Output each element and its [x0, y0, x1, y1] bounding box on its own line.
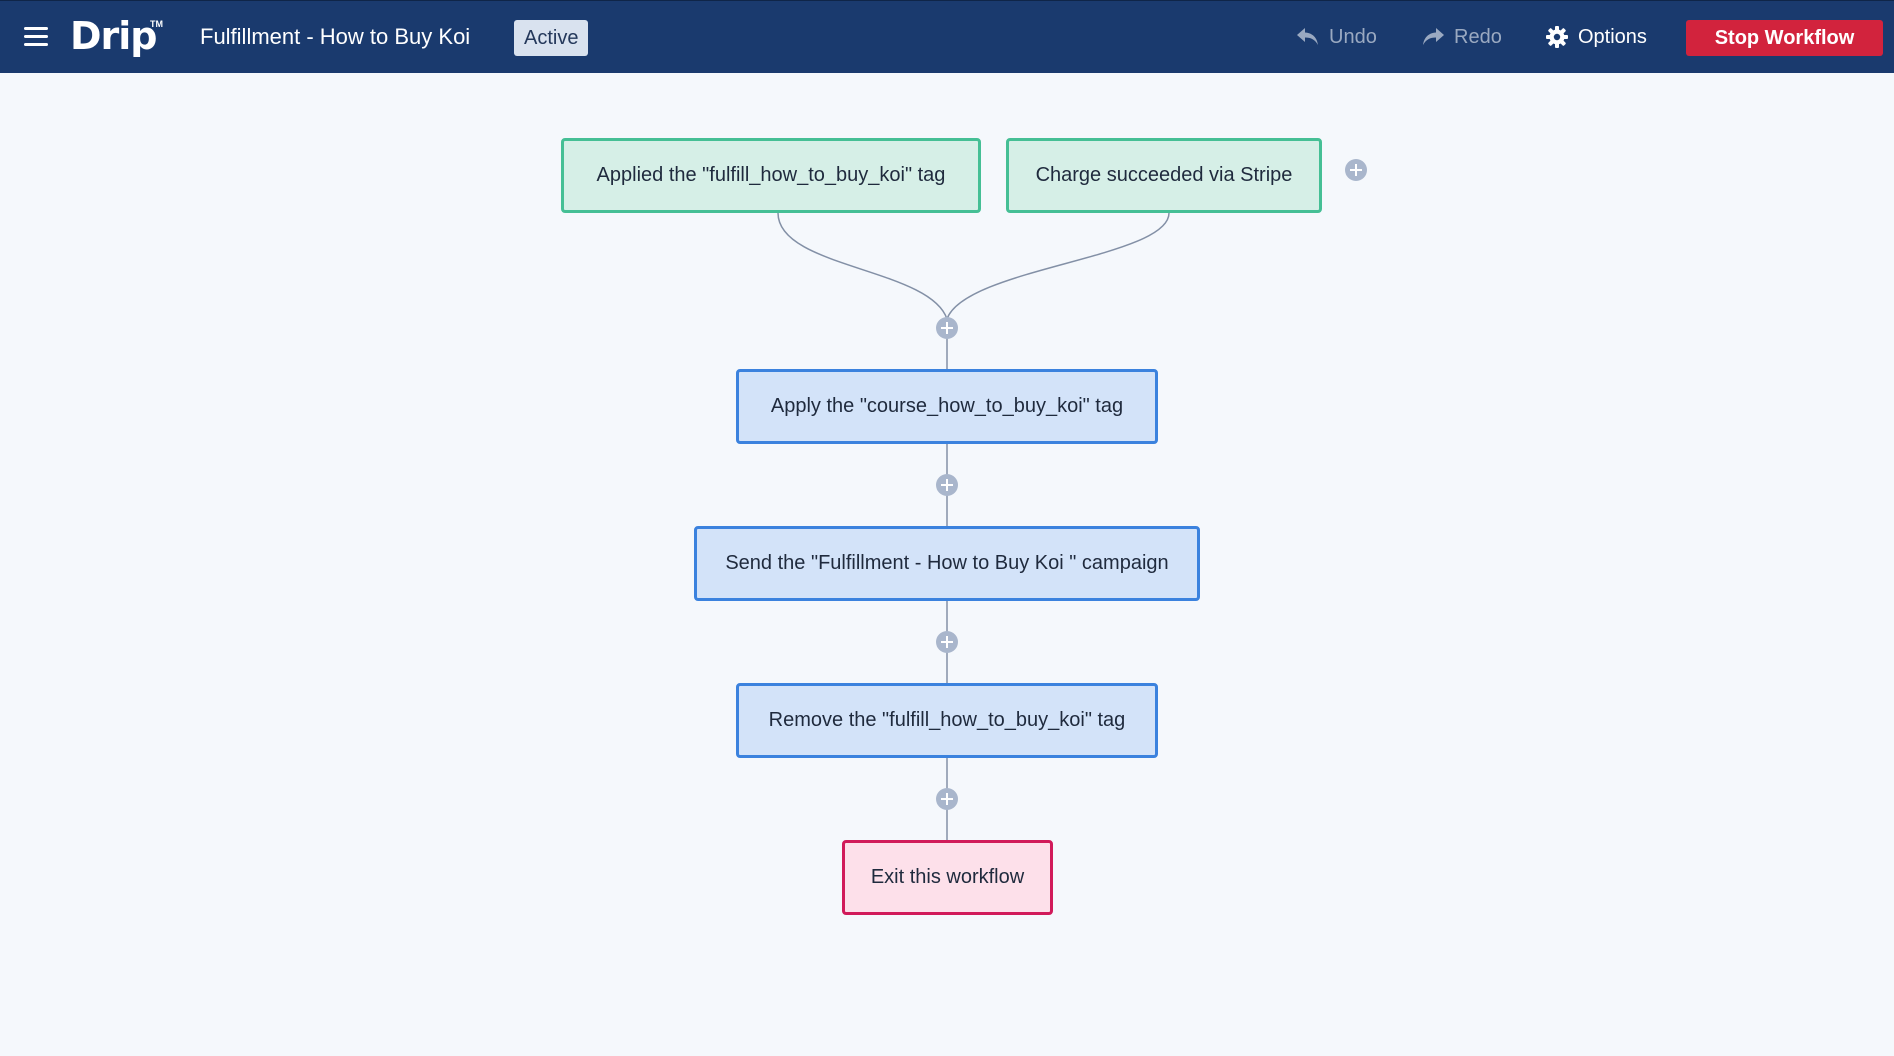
- trigger-1-connector: [777, 212, 948, 320]
- options-button[interactable]: Options: [1545, 19, 1675, 55]
- redo-label: Redo: [1454, 26, 1502, 48]
- add-step-plus-icon[interactable]: [936, 474, 958, 496]
- trigger-applied-tag[interactable]: Applied the "fulfill_how_to_buy_koi" tag: [561, 138, 981, 213]
- redo-arrow-icon: [1423, 28, 1444, 45]
- add-step-plus-icon[interactable]: [936, 788, 958, 810]
- gear-icon: [1546, 26, 1568, 48]
- workflow-title[interactable]: Fulfillment - How to Buy Koi: [200, 24, 471, 49]
- workflow-canvas: Applied the "fulfill_how_to_buy_koi" tag…: [0, 73, 1894, 1056]
- redo-button[interactable]: Redo: [1421, 19, 1511, 55]
- hamburger-menu-icon[interactable]: [24, 27, 48, 47]
- action-send-campaign[interactable]: Send the "Fulfillment - How to Buy Koi "…: [694, 526, 1200, 601]
- action-apply-tag[interactable]: Apply the "course_how_to_buy_koi" tag: [736, 369, 1158, 444]
- undo-arrow-icon: [1297, 28, 1318, 45]
- trigger-charge-succeeded[interactable]: Charge succeeded via Stripe: [1006, 138, 1322, 213]
- logo-trademark: TM: [150, 19, 163, 29]
- add-step-plus-icon[interactable]: [936, 317, 958, 339]
- exit-workflow-node[interactable]: Exit this workflow: [842, 840, 1053, 915]
- undo-label: Undo: [1329, 26, 1377, 48]
- options-label: Options: [1578, 26, 1647, 48]
- add-trigger-plus-icon[interactable]: [1345, 159, 1367, 181]
- undo-button[interactable]: Undo: [1296, 19, 1386, 55]
- top-bar: Drip TM Fulfillment - How to Buy Koi Act…: [0, 0, 1894, 73]
- add-step-plus-icon[interactable]: [936, 631, 958, 653]
- action-remove-tag[interactable]: Remove the "fulfill_how_to_buy_koi" tag: [736, 683, 1158, 758]
- trigger-2-connector: [946, 212, 1170, 320]
- drip-logo[interactable]: Drip: [70, 14, 158, 58]
- status-badge: Active: [514, 20, 589, 56]
- stop-workflow-button[interactable]: Stop Workflow: [1686, 20, 1883, 56]
